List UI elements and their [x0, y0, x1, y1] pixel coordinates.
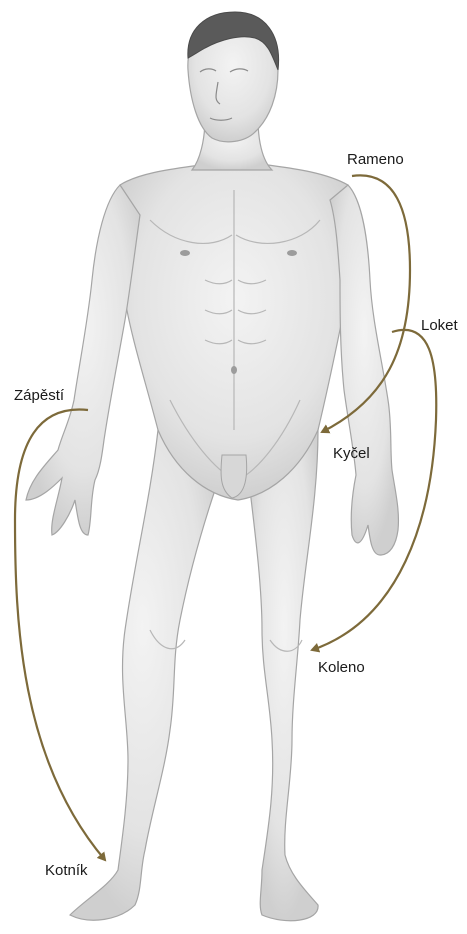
body-figure — [26, 14, 398, 921]
label-ankle: Kotník — [45, 863, 88, 878]
label-elbow: Loket — [421, 318, 458, 333]
label-knee: Koleno — [318, 660, 365, 675]
torso — [116, 165, 355, 500]
left-arm — [26, 185, 140, 535]
right-leg — [250, 430, 318, 921]
label-hip: Kyčel — [333, 446, 370, 461]
label-shoulder: Rameno — [347, 152, 404, 167]
label-wrist: Zápěstí — [14, 388, 64, 403]
